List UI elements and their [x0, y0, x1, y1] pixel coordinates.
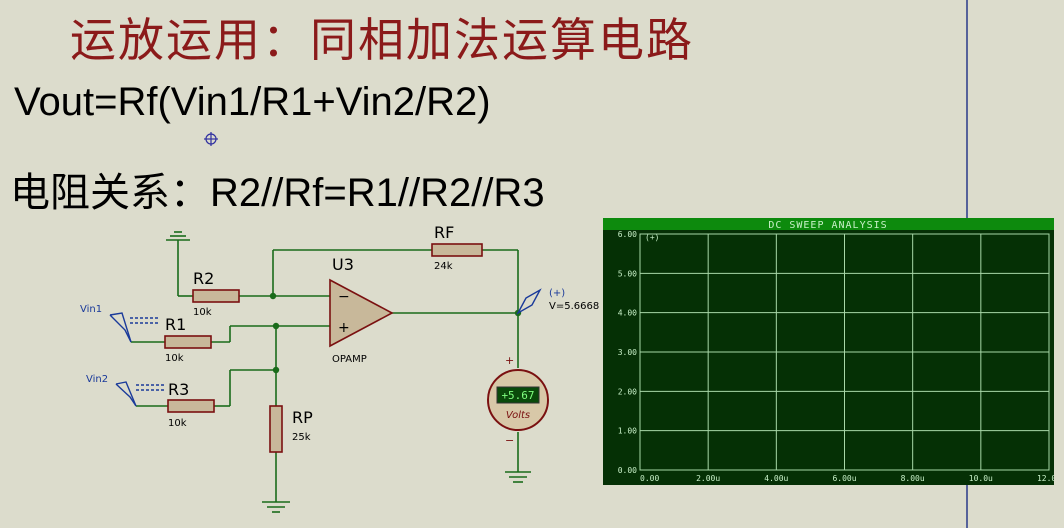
graph-y-tick-label: 5.00	[618, 269, 637, 278]
resistor-r2[interactable]	[192, 289, 240, 303]
resistor-rp[interactable]	[269, 405, 283, 453]
u3-name-label: U3	[332, 255, 354, 274]
rf-name-label: RF	[434, 223, 454, 242]
rp-value-label: 25k	[292, 432, 311, 443]
r3-name-label: R3	[168, 380, 189, 399]
page-title: 运放运用：同相加法运算电路	[70, 13, 694, 67]
resistor-r1[interactable]	[164, 335, 212, 349]
formula-text: Vout=Rf(Vin1/R1+Vin2/R2)	[14, 80, 491, 124]
graph-x-tick-label: 4.00u	[764, 474, 788, 483]
graph-plot-area: DC SWEEP ANALYSIS 6.00 5.00 4.00 3.00 2.00 1.…	[618, 220, 1054, 483]
r1-name-label: R1	[165, 315, 186, 334]
r1-value-label: 10k	[165, 353, 184, 364]
graph-y-tick-label: 3.00	[618, 348, 637, 357]
voltmeter-plus-label: +	[505, 354, 514, 367]
generator-vin1-icon[interactable]	[109, 312, 158, 343]
r2-name-label: R2	[193, 269, 214, 288]
resistor-r3[interactable]	[167, 399, 215, 413]
voltmeter-display: +5.67	[501, 389, 534, 402]
opamp-u3[interactable]: − +	[329, 278, 394, 348]
svg-text:+: +	[338, 320, 350, 336]
wires	[131, 240, 519, 502]
voltage-probe-icon[interactable]	[516, 288, 542, 315]
resistor-rf[interactable]	[431, 243, 483, 257]
graph-x-tick-label: 8.00u	[901, 474, 925, 483]
resistor-relation-text: 电阻关系：R2//Rf=R1//R2//R3	[10, 171, 545, 215]
junction-dots	[269, 292, 522, 374]
origin-marker-icon	[204, 132, 218, 146]
graph-y-tick-label: 6.00	[618, 230, 637, 239]
probe-value-label: V=5.6668	[549, 301, 599, 312]
ground-icon	[505, 471, 531, 483]
dc-voltmeter[interactable]	[487, 369, 549, 431]
graph-trace-label: (+)	[645, 233, 659, 242]
vin2-label: Vin2	[86, 374, 108, 385]
graph-x-tick-label: 12.0u	[1037, 474, 1054, 483]
svg-text:−: −	[338, 289, 350, 305]
dc-sweep-graph[interactable]: DC SWEEP ANALYSIS 6.00 5.00 4.00 3.00 2.00 1.…	[603, 218, 1054, 485]
graph-y-tick-label: 1.00	[618, 427, 637, 436]
probe-name-label: (+)	[549, 288, 565, 299]
ground-icon	[166, 231, 190, 241]
graph-x-tick-label: 0.00	[640, 474, 659, 483]
graph-y-tick-label: 2.00	[618, 387, 637, 396]
graph-x-tick-label: 10.0u	[969, 474, 993, 483]
generator-vin2-icon[interactable]	[115, 381, 164, 407]
ground-icon	[262, 501, 290, 513]
graph-x-tick-label: 6.00u	[832, 474, 856, 483]
r3-value-label: 10k	[168, 418, 187, 429]
graph-header-bar[interactable]	[603, 218, 1054, 230]
graph-y-tick-label: 0.00	[618, 466, 637, 475]
graph-x-tick-label: 2.00u	[696, 474, 720, 483]
voltmeter-unit-label: Volts	[506, 410, 530, 421]
r2-value-label: 10k	[193, 307, 212, 318]
voltmeter-minus-label: −	[505, 434, 514, 447]
vin1-label: Vin1	[80, 304, 102, 315]
rp-name-label: RP	[292, 408, 313, 427]
rf-value-label: 24k	[434, 261, 453, 272]
graph-title: DC SWEEP ANALYSIS	[768, 220, 887, 231]
graph-y-tick-label: 4.00	[618, 309, 637, 318]
u3-type-label: OPAMP	[332, 354, 367, 365]
